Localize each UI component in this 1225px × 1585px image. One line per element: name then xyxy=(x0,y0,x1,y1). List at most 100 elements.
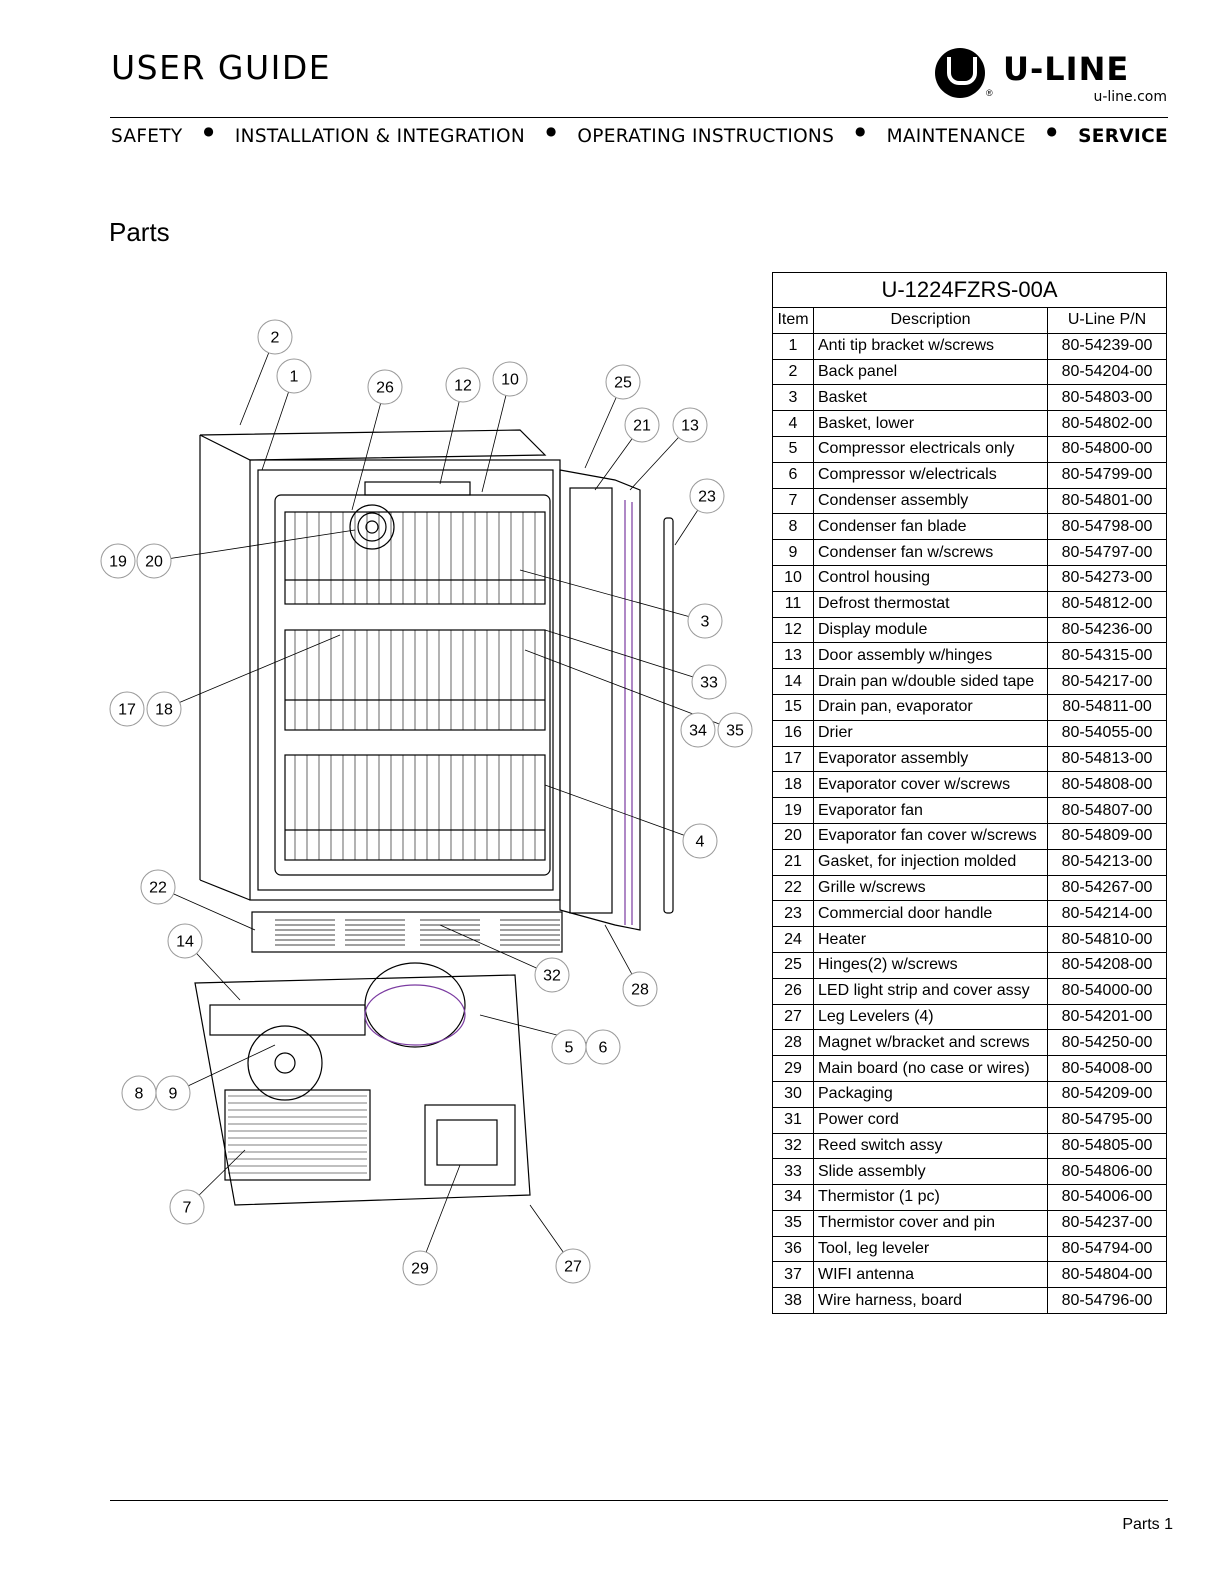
main-board-shape xyxy=(424,1104,516,1186)
part-number: 80-54801-00 xyxy=(1047,487,1167,515)
part-description: Slide assembly xyxy=(813,1158,1048,1186)
callout-label: 21 xyxy=(633,418,651,435)
part-description: Drier xyxy=(813,719,1048,747)
part-number: 80-54006-00 xyxy=(1047,1184,1167,1211)
part-number: 80-54808-00 xyxy=(1047,771,1167,799)
item-number: 21 xyxy=(772,848,814,876)
item-number: 9 xyxy=(772,539,814,566)
nav-separator-dot: ● xyxy=(545,124,557,138)
part-number: 80-54804-00 xyxy=(1047,1261,1167,1289)
item-number: 7 xyxy=(772,487,814,515)
callout-label: 23 xyxy=(698,489,716,506)
callout-26: 26 xyxy=(367,369,403,405)
callout-label: 10 xyxy=(501,372,519,389)
callout-label: 2 xyxy=(271,330,280,347)
item-number: 10 xyxy=(772,564,814,592)
callout-29: 29 xyxy=(402,1250,438,1286)
part-number: 80-54315-00 xyxy=(1047,642,1167,670)
part-description: Heater xyxy=(813,926,1048,953)
part-number: 80-54273-00 xyxy=(1047,564,1167,592)
item-number: 5 xyxy=(772,435,814,463)
callout-22: 22 xyxy=(140,869,176,905)
part-description: Condenser fan w/screws xyxy=(813,539,1048,566)
column-header-part-number: U-Line P/N xyxy=(1047,307,1167,334)
item-number: 20 xyxy=(772,822,814,850)
part-description: Control housing xyxy=(813,564,1048,592)
callout-label: 13 xyxy=(681,418,699,435)
cabinet-interior xyxy=(274,494,551,876)
callout-10: 10 xyxy=(492,361,528,397)
callout-leader-line xyxy=(439,924,553,976)
callout-label: 3 xyxy=(701,614,710,631)
part-description: Magnet w/bracket and screws xyxy=(813,1029,1048,1057)
part-description: Reed switch assy xyxy=(813,1132,1048,1160)
part-description: Evaporator fan xyxy=(813,797,1048,824)
part-number: 80-54796-00 xyxy=(1047,1287,1167,1315)
item-number: 2 xyxy=(772,358,814,386)
callout-5: 5 xyxy=(551,1029,587,1065)
u-line-logo-icon xyxy=(935,48,985,98)
callout-label: 33 xyxy=(700,675,718,692)
part-number: 80-54809-00 xyxy=(1047,822,1167,850)
callout-label: 34 xyxy=(689,723,707,740)
item-number: 31 xyxy=(772,1106,814,1134)
item-number: 30 xyxy=(772,1080,814,1108)
callout-19: 19 xyxy=(100,543,136,579)
part-description: Grille w/screws xyxy=(813,874,1048,902)
callout-leader-line xyxy=(351,386,386,511)
part-description: Hinges(2) w/screws xyxy=(813,951,1048,979)
item-number: 38 xyxy=(772,1287,814,1315)
callout-label: 1 xyxy=(290,369,299,386)
callout-14: 14 xyxy=(167,923,203,959)
callout-2: 2 xyxy=(257,319,293,355)
item-number: 26 xyxy=(772,977,814,1005)
callout-label: 6 xyxy=(599,1040,608,1057)
item-number: 29 xyxy=(772,1055,814,1082)
model-number: U-1224FZRS-00A xyxy=(772,272,1167,308)
item-number: 12 xyxy=(772,616,814,644)
part-description: Leg Levelers (4) xyxy=(813,1003,1048,1031)
part-number: 80-54000-00 xyxy=(1047,977,1167,1005)
part-number: 80-54810-00 xyxy=(1047,926,1167,953)
part-number: 80-54217-00 xyxy=(1047,668,1167,695)
part-description: Anti tip bracket w/screws xyxy=(813,332,1048,360)
part-number: 80-54201-00 xyxy=(1047,1003,1167,1031)
nav-separator-dot: ● xyxy=(854,124,866,138)
part-number: 80-54208-00 xyxy=(1047,951,1167,979)
item-number: 36 xyxy=(772,1235,814,1263)
nav-item-safety: SAFETY xyxy=(111,126,183,147)
callout-9: 9 xyxy=(155,1075,191,1111)
callout-27: 27 xyxy=(555,1248,591,1284)
callout-23: 23 xyxy=(689,478,725,514)
part-description: Power cord xyxy=(813,1106,1048,1134)
nav-item-service: SERVICE xyxy=(1078,126,1168,147)
callout-6: 6 xyxy=(585,1029,621,1065)
table-header-row: Item Description U-Line P/N xyxy=(772,307,1167,334)
condenser-fan-shape xyxy=(247,1025,323,1101)
item-number: 27 xyxy=(772,1003,814,1031)
callout-leader-line xyxy=(544,784,701,842)
section-title: Parts xyxy=(109,217,170,247)
item-number: 32 xyxy=(772,1132,814,1160)
item-number: 23 xyxy=(772,900,814,928)
callout-label: 9 xyxy=(169,1086,178,1103)
